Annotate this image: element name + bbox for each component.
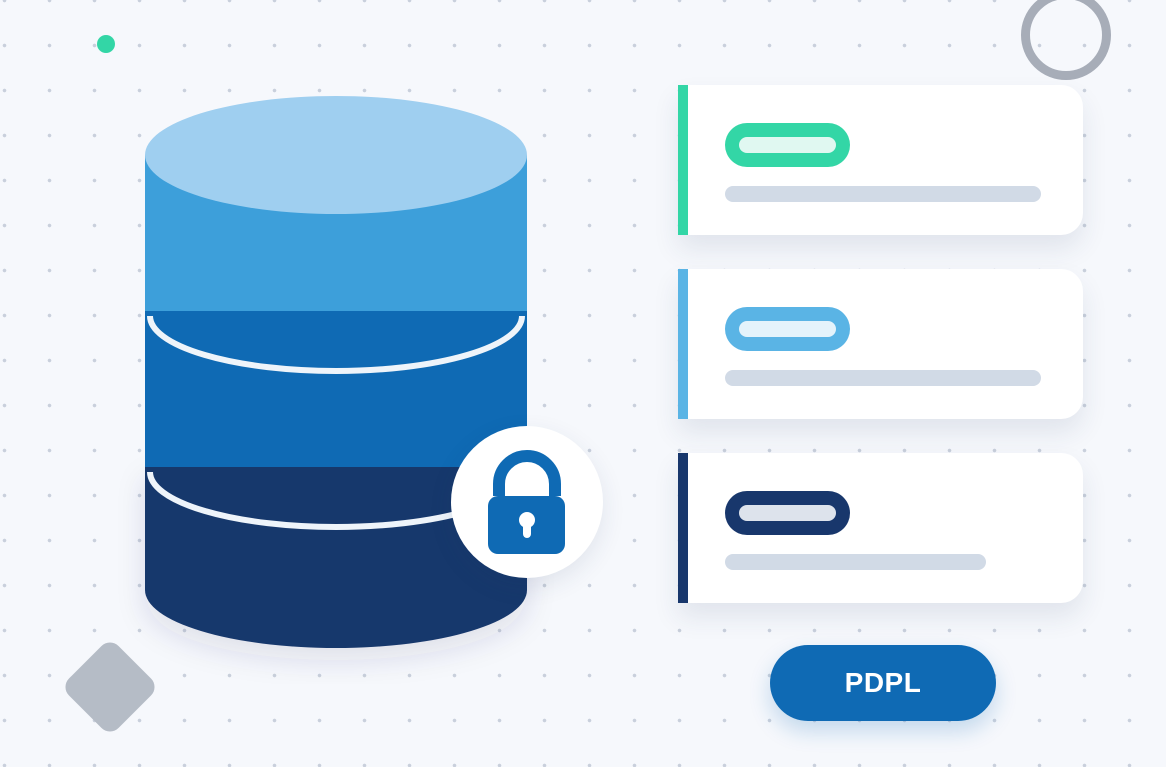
- lock-icon: [488, 450, 565, 554]
- database-top-cap: [145, 96, 527, 214]
- database-ring-upper: [147, 315, 525, 374]
- card-accent-bar: [678, 269, 688, 419]
- database-bottom-layer: [145, 467, 527, 648]
- info-card: [678, 453, 1083, 603]
- lock-badge: [451, 426, 603, 578]
- info-card: [678, 85, 1083, 235]
- database-middle-layer: [145, 311, 527, 467]
- decorative-green-dot: [97, 35, 115, 53]
- card-tag-pill: [725, 123, 850, 167]
- card-tag-pill: [725, 491, 850, 535]
- info-card: [678, 269, 1083, 419]
- card-tag-pill: [725, 307, 850, 351]
- card-text-line: [725, 554, 986, 570]
- card-text-line: [725, 370, 1041, 386]
- decorative-ring: [1021, 0, 1111, 80]
- pdpl-button[interactable]: PDPL: [770, 645, 996, 721]
- database-icon: [145, 96, 527, 648]
- card-accent-bar: [678, 453, 688, 603]
- card-text-line: [725, 186, 1041, 202]
- card-accent-bar: [678, 85, 688, 235]
